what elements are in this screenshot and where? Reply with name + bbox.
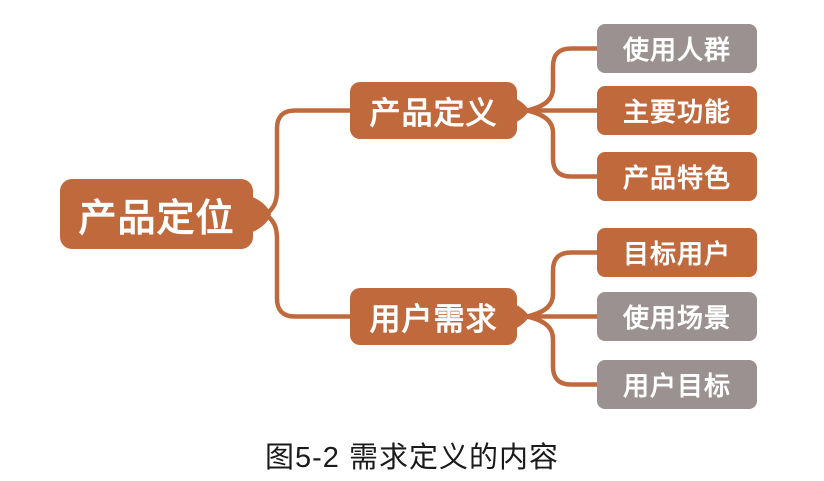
figure-caption: 图5-2 需求定义的内容 — [265, 442, 559, 474]
node-user-goals-label: 用户目标 — [622, 371, 731, 401]
connector-definition-to-user-group — [524, 46, 602, 113]
node-product-positioning-label: 产品定位 — [78, 197, 235, 240]
node-user-goals: 用户目标 — [597, 360, 757, 409]
node-target-users: 目标用户 — [597, 228, 757, 277]
root-arrow-beak — [250, 196, 271, 233]
connector-root-to-product-definition — [263, 108, 355, 217]
node-user-group-label: 使用人群 — [622, 35, 731, 65]
node-target-users-label: 目标用户 — [622, 239, 731, 269]
node-user-group: 使用人群 — [597, 24, 757, 73]
node-product-features: 产品特色 — [597, 152, 757, 201]
node-usage-scenarios: 使用场景 — [597, 292, 757, 341]
connector-needs-to-target-users — [524, 250, 602, 319]
node-product-features-label: 产品特色 — [622, 163, 731, 193]
node-user-needs: 用户需求 — [350, 288, 517, 345]
node-user-needs-label: 用户需求 — [369, 302, 498, 337]
connector-root-to-user-needs — [263, 212, 355, 319]
connector-definition-to-product-features — [524, 108, 602, 179]
node-main-functions: 主要功能 — [597, 86, 757, 135]
node-product-definition: 产品定义 — [350, 82, 517, 139]
node-product-definition-label: 产品定义 — [369, 96, 498, 131]
connector-needs-to-user-goals — [524, 314, 602, 387]
node-main-functions-label: 主要功能 — [622, 97, 731, 127]
node-usage-scenarios-label: 使用场景 — [622, 303, 731, 333]
node-product-positioning: 产品定位 — [60, 179, 253, 249]
